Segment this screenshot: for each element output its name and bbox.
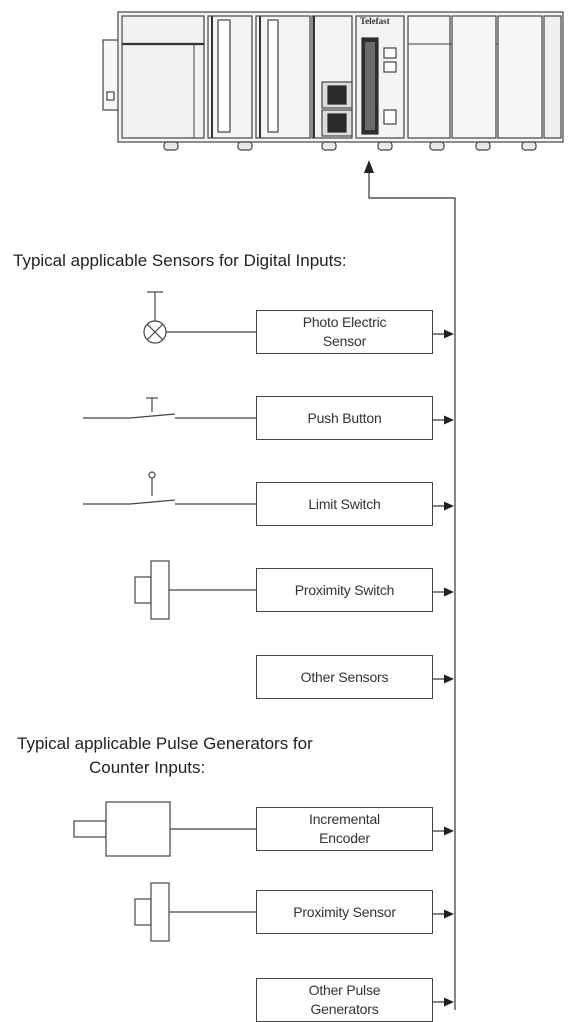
signal-bus <box>368 170 456 1010</box>
limit-switch-label: Limit Switch <box>308 495 380 514</box>
plc-power-module <box>121 15 205 139</box>
lamp-icon <box>143 291 256 344</box>
proximity-sensor-label: Proximity Sensor <box>293 903 396 922</box>
plc-foot <box>163 141 179 151</box>
plc-module <box>497 15 543 139</box>
device-symbols <box>73 291 256 942</box>
plc-foot <box>521 141 537 151</box>
proximity-switch-label: Proximity Switch <box>294 581 395 600</box>
plc-controller <box>102 11 564 151</box>
push-button-arrow <box>444 415 454 425</box>
incremental-encoder-arrow <box>444 826 454 836</box>
proximity-sensor-box: Proximity Sensor <box>256 890 433 934</box>
box-label-line: Proximity Switch <box>294 581 395 598</box>
push-button-box: Push Button <box>256 396 433 440</box>
push-button-icon <box>83 397 256 419</box>
pulse-generators-heading-line1: Typical applicable Pulse Generators for <box>17 734 313 753</box>
limit-switch-arrow <box>444 501 454 511</box>
box-label-line: Generators <box>310 1001 379 1017</box>
plc-foot <box>321 141 337 151</box>
box-label-line: Limit Switch <box>308 495 381 512</box>
bus-line <box>368 170 456 1010</box>
box-label-line: Encoder <box>319 830 370 846</box>
plc-foot <box>475 141 491 151</box>
box-label-line: Proximity Sensor <box>293 903 396 920</box>
other-sensors-box: Other Sensors <box>256 655 433 699</box>
box-label-line: Other Pulse <box>308 982 381 998</box>
photo-electric-sensor-arrow <box>444 329 454 339</box>
plc-foot <box>377 141 393 151</box>
plc-foot <box>237 141 253 151</box>
box-label-line: Other Sensors <box>300 668 389 685</box>
digital-inputs-heading: Typical applicable Sensors for Digital I… <box>13 251 347 270</box>
other-sensors-arrow <box>444 674 454 684</box>
pulse-generators-heading-line2: Counter Inputs: <box>89 758 206 777</box>
box-label-line: Sensor <box>322 333 367 349</box>
box-label-line: Push Button <box>307 409 382 426</box>
proximity-switch-box: Proximity Switch <box>256 568 433 612</box>
plc-io-module <box>255 15 311 139</box>
plc-module <box>451 15 497 139</box>
proximity-sensor-icon <box>134 882 256 942</box>
limit-switch-box: Limit Switch <box>256 482 433 526</box>
proximity-switch-arrow <box>444 587 454 597</box>
limit-switch-icon <box>83 471 256 505</box>
plc-end-module <box>543 15 562 139</box>
plc-module <box>407 15 451 139</box>
other-sensors-label: Other Sensors <box>301 668 389 687</box>
push-button-label: Push Button <box>307 409 381 428</box>
proximity-sensor-arrow <box>444 909 454 919</box>
box-label-line: Incremental <box>309 811 380 827</box>
plc-brand-label: Telefast <box>360 16 390 26</box>
plc-foot <box>429 141 445 151</box>
device-connections <box>433 329 454 1007</box>
box-label-line: Photo Electric <box>302 314 387 330</box>
proximity-sensor-icon <box>134 560 256 620</box>
other-pulse-generators-arrow <box>444 997 454 1007</box>
encoder-icon <box>73 801 256 857</box>
bus-arrow-up <box>364 160 374 173</box>
